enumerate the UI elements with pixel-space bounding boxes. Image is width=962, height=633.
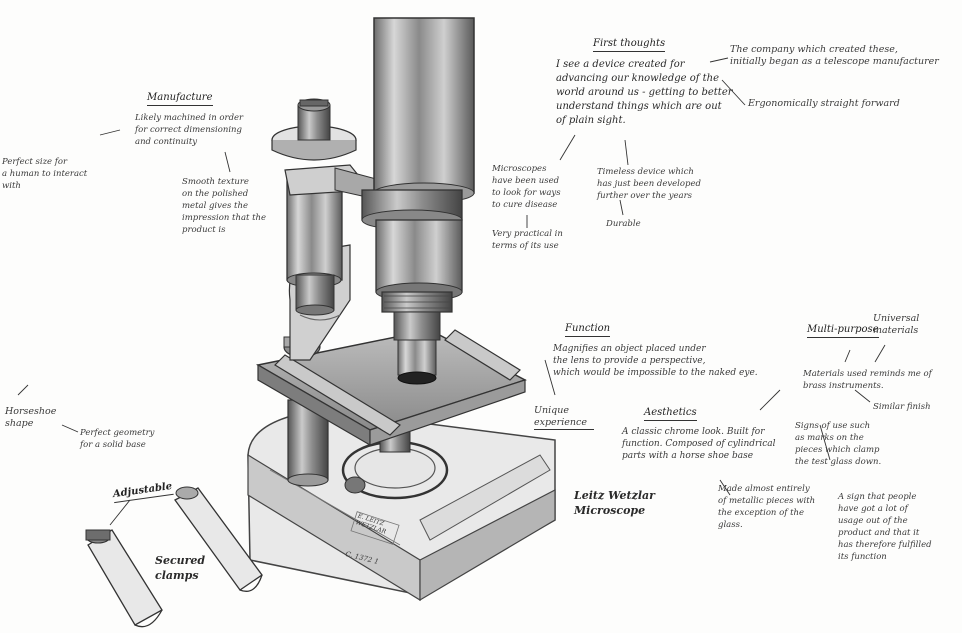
similar-finish-note: Similar finish (873, 402, 931, 412)
first-thoughts-heading: First thoughts (593, 38, 666, 52)
main-tube (361, 17, 475, 302)
aesthetics-heading: Aesthetics (644, 407, 697, 421)
universal-label: Universal materials (873, 313, 920, 336)
objective-lens (381, 291, 453, 385)
loose-clamp-right (174, 486, 263, 592)
geometry-note: Perfect geometry for a solid base (80, 428, 155, 450)
loose-clamp-left (85, 529, 163, 628)
machined-note: Likely machined in order for correct dim… (135, 113, 244, 147)
drawing-title: Leitz Wetzlar Microscope (574, 489, 655, 517)
annotation-arrows (17, 57, 886, 526)
horseshoe-note: Horseshoe shape (5, 406, 57, 429)
microscopes-note: Microscopes have been used to look for w… (492, 164, 561, 210)
function-text: Magnifies an object placed under the len… (553, 344, 758, 378)
ergonomic-note: Ergonomically straight forward (748, 98, 900, 109)
stage (255, 329, 527, 447)
company-note: The company which created these, initial… (730, 44, 939, 67)
practical-note: Very practical in terms of its use (492, 229, 563, 251)
multipurpose-label: Multi-purpose (807, 324, 879, 338)
stage-clamp-right (444, 329, 521, 381)
usage-note: A sign that people have got a lot of usa… (838, 492, 932, 562)
smooth-note: Smooth texture on the polished metal giv… (182, 177, 267, 235)
aesthetics-text: A classic chrome look. Built for functio… (622, 427, 776, 461)
maker-plate (350, 511, 400, 545)
unique-note: Unique experience (534, 405, 594, 430)
metallic-note: Made almost entirely of metallic pieces … (718, 484, 816, 530)
signs-of-use-note: Signs of use such as marks on the pieces… (795, 421, 882, 467)
secured-clamps-label: Secured clamps (155, 554, 206, 582)
durable-note: Durable (606, 219, 641, 229)
materials-note: Materials used reminds me of brass instr… (803, 369, 932, 391)
perfect-size-note: Perfect size for a human to interact wit… (2, 157, 88, 191)
focus-knob (271, 98, 357, 161)
first-thoughts-text: I see a device created for advancing our… (556, 59, 733, 126)
manufacture-heading: Manufacture (147, 92, 213, 106)
function-heading: Function (565, 323, 611, 337)
timeless-note: Timeless device which has just been deve… (597, 167, 701, 201)
